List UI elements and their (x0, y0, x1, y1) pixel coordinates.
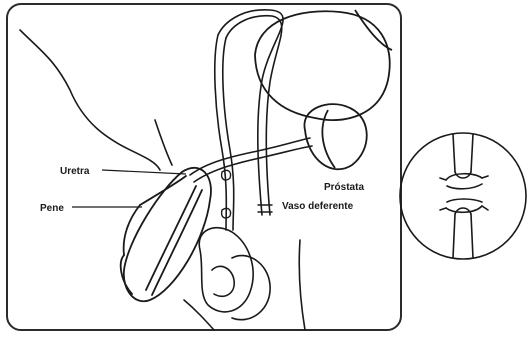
penis (121, 168, 211, 301)
prostate (304, 104, 366, 169)
prostate-label: Próstata (324, 182, 364, 193)
body-outline (20, 30, 305, 330)
inset-circle (400, 133, 526, 259)
urethra-leader (102, 170, 186, 174)
bladder (255, 10, 392, 120)
penis-label: Pene (40, 203, 64, 214)
vas-deferens-label: Vaso deferente (282, 201, 354, 212)
vas-deferens (215, 10, 283, 230)
ligation-inset (400, 133, 526, 259)
ligation-marks (222, 170, 272, 218)
urethra-label: Uretra (60, 166, 90, 177)
